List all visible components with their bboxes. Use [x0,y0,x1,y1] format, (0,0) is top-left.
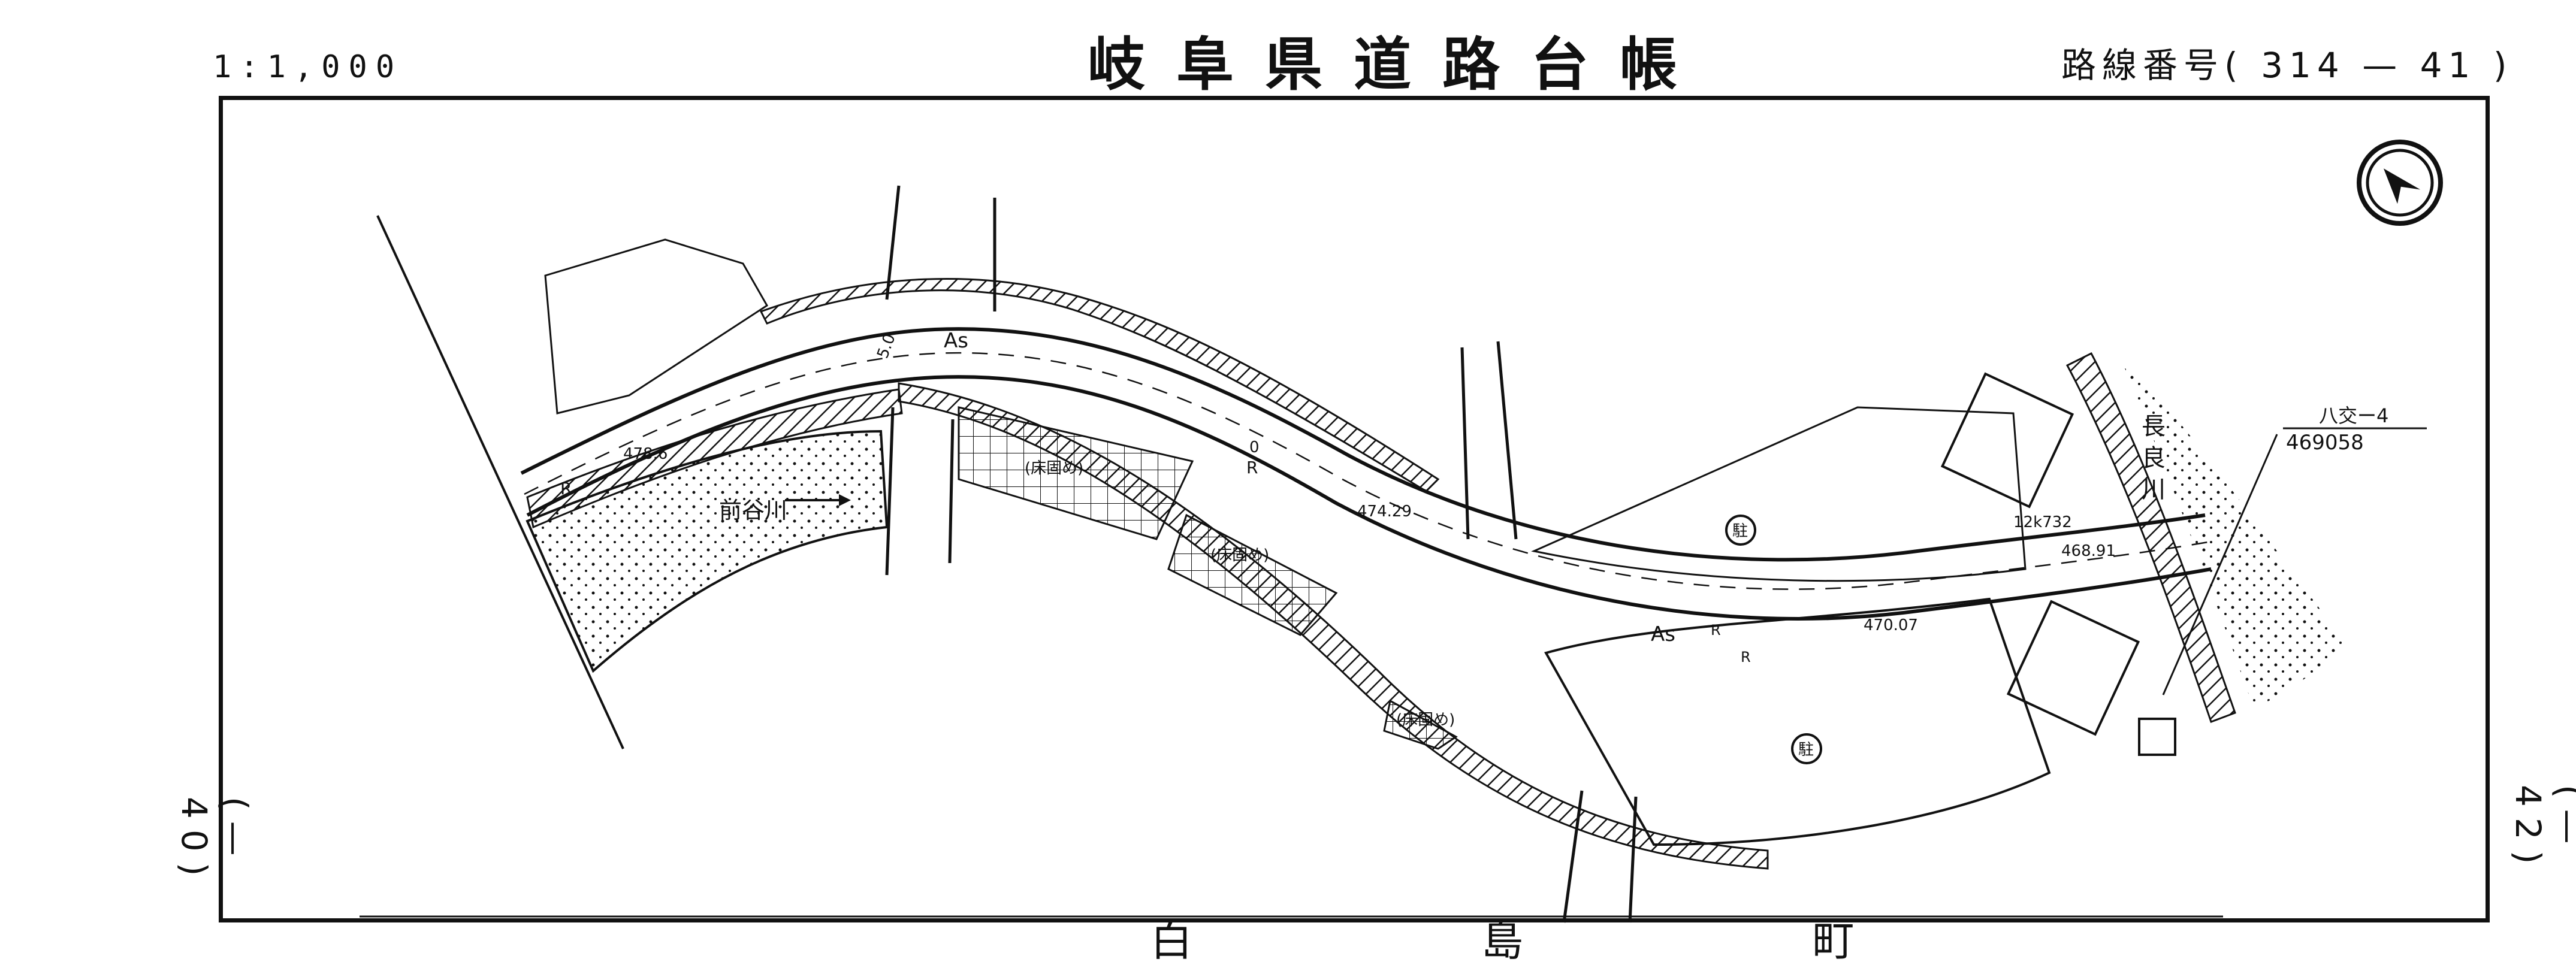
surface-label-1: As [944,329,968,353]
maetani-river [526,429,889,673]
town-name-label: 白 島 町 [1150,916,1992,966]
benchmark-value: 469058 [2286,431,2364,455]
km-mark: 12k732 [2013,513,2072,531]
river-label-maetani: 前谷川 [719,497,787,524]
building-3 [2138,718,2176,756]
building-2 [2006,600,2140,736]
surface-label-2: As [1651,622,1675,646]
r-label-3: R [1711,622,1721,639]
benchmark-leader [2162,434,2278,695]
road-map: 前谷川 As As 478.6 474.29 470.07 468.91 12k… [360,185,2427,923]
width-label-2: 0 [1249,438,1260,456]
channel-lines [885,185,1638,923]
embankment-south [898,382,1769,870]
route-number: 路線番号( 314 — 41 ) [2061,45,2513,86]
road-edge-north [520,327,2206,562]
bed-protection-grid-1 [958,406,1194,540]
r-label-2: R [1246,458,1258,477]
parking-label-1: 駐 [1732,522,1748,540]
boundary-line [376,215,624,749]
nagara-river-bank [2065,352,2236,723]
river-label-nagara: 長 良 川 [2137,413,2165,500]
bed-protection-grid-3 [1383,699,1458,750]
elevation-474: 474.29 [1357,503,1412,521]
parking-label-2: 駐 [1798,741,1814,759]
r-label-4: R [1741,649,1751,666]
elevation-468: 468.91 [2061,542,2116,560]
benchmark-id: 八交ー4 [2319,404,2388,427]
upper-lot-boundary [1531,406,2027,582]
river-hatch-band [526,388,903,529]
adjacent-sheet-right: (— 42) [2508,785,2576,875]
svg-text:長 良 川: 長 良 川 [2137,413,2165,500]
bed-protection-label-2: (床固め) [1210,546,1269,564]
parking-symbol-2 [1791,733,1822,764]
building-1 [1940,372,2074,509]
nagara-river-shore [2121,359,2349,707]
r-label-1: R [560,479,572,498]
road-edge-south [526,375,2212,621]
elevation-478: 478.6 [623,445,668,463]
north-arrow-icon [2357,140,2443,226]
embankment-north [759,278,1440,492]
map-scale: 1:1,000 [213,49,403,85]
page-title: 岐阜県道路台帳 [1088,31,1708,98]
parking-symbol-1 [1725,515,1756,546]
map-frame [219,96,2490,922]
upper-left-parcels [544,238,769,415]
lower-lot-boundary [1544,597,2051,846]
bed-protection-grid-2 [1167,513,1338,636]
flow-arrow-head [839,494,851,506]
bed-protection-label-1: (床固め) [1025,459,1083,477]
bed-protection-label-3: (床固め) [1396,711,1455,729]
elevation-470: 470.07 [1864,616,1918,634]
